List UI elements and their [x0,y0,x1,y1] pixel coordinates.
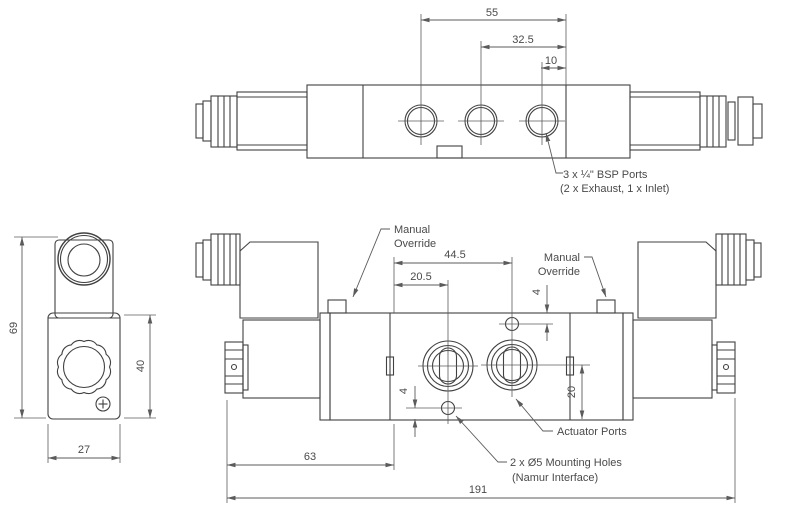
side-view-connector-body [47,312,121,420]
top-view-right-cable-gland [629,91,763,151]
manual-override-left-line1: Manual [394,224,430,236]
dim-20: 20 [566,386,578,398]
manual-override-callout-right: Manual Override [538,252,607,298]
dim-69: 69 [8,322,20,334]
manual-override-button-left [327,299,347,314]
dim-27: 27 [78,444,90,456]
front-view-valve-body [319,299,634,421]
bsp-ports-label-line1: 3 x ¼" BSP Ports [563,169,648,181]
left-armature-nut [224,341,244,394]
front-view-left-din-connector [239,241,319,319]
mounting-hole-top [499,316,553,332]
top-view: 55 32.5 10 3 x ¼" BSP Ports (2 x Exhaust… [195,7,763,195]
gland-knob [56,339,112,395]
front-view-dimensions: 44.5 20.5 4 4 20 63 191 [226,249,736,503]
front-view-left-cable-gland [195,233,241,286]
side-view: 69 40 27 [8,232,156,463]
armature-tube-circle [67,243,101,277]
front-view-right-cable-gland [715,233,762,286]
top-view-left-cable-gland [195,95,238,148]
bsp-ports-label-line2: (2 x Exhaust, 1 x Inlet) [560,183,669,195]
front-view-right-din-connector [637,241,717,319]
actuator-ports-callout: Actuator Ports [515,398,627,438]
mounting-hole-bottom [406,400,462,416]
namur-locating-notch [436,145,463,159]
manual-override-button-right [596,299,616,314]
manual-override-left-line2: Override [394,238,436,250]
right-interface-tab [565,356,575,376]
top-view-left-solenoid [236,91,308,151]
manual-override-right-line2: Override [538,266,580,278]
dim-4-top: 4 [531,289,543,295]
dim-40: 40 [135,360,147,372]
manual-override-callout-left: Manual Override [352,224,436,298]
side-view-dimensions: 69 40 27 [8,236,156,463]
manual-override-right-line1: Manual [544,252,580,264]
dim-44-5: 44.5 [444,249,465,261]
actuator-ports-label: Actuator Ports [557,426,627,438]
dim-10: 10 [545,55,557,67]
mounting-holes-label-line1: 2 x Ø5 Mounting Holes [510,457,622,469]
dim-55: 55 [486,7,498,19]
dim-63: 63 [304,451,316,463]
front-view-left-solenoid [224,319,321,399]
mounting-holes-label-line2: (Namur Interface) [512,472,598,484]
left-interface-tab [385,356,395,376]
dim-20-5: 20.5 [410,271,431,283]
actuator-port-b [481,339,590,391]
mounting-holes-callout: 2 x Ø5 Mounting Holes (Namur Interface) [455,415,622,484]
bsp-ports-callout: 3 x ¼" BSP Ports (2 x Exhaust, 1 x Inlet… [545,132,669,195]
terminal-screw [95,396,111,412]
front-view-centerlines [447,257,513,424]
right-armature-nut [716,341,736,394]
front-view-right-solenoid [632,319,736,399]
dim-191: 191 [469,484,487,496]
top-view-valve-body [306,84,631,159]
dim-32-5: 32.5 [512,34,533,46]
dim-4-bottom: 4 [398,388,410,394]
side-view-coil-top [54,232,114,319]
top-view-dimensions: 55 32.5 10 [420,7,567,145]
front-view: 44.5 20.5 4 4 20 63 191 [195,224,762,503]
